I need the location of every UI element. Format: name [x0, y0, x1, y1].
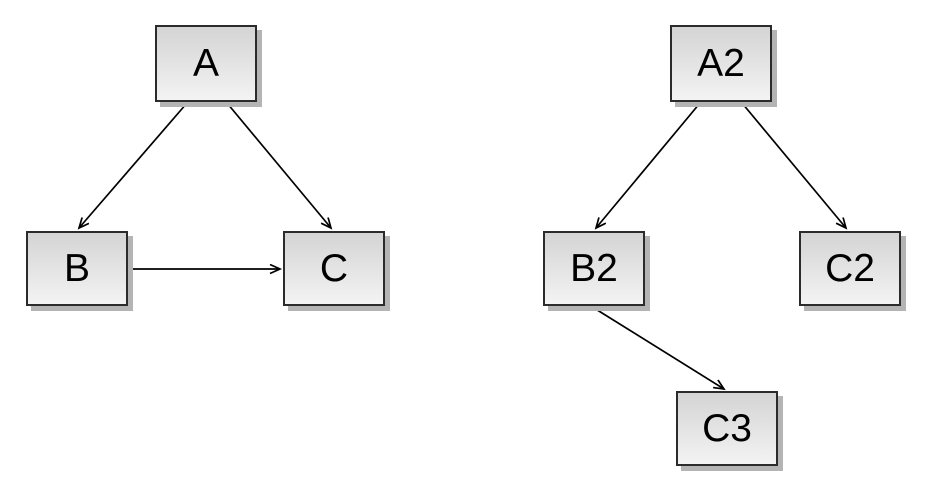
node-label-A: A: [192, 42, 219, 85]
edge-B2-to-C3: [593, 307, 724, 389]
node-B: B: [26, 231, 128, 306]
edge-A2-to-C2: [741, 102, 846, 228]
node-label-C3: C3: [702, 407, 752, 450]
node-C2: C2: [799, 231, 901, 306]
node-A: A: [155, 25, 257, 102]
node-label-A2: A2: [697, 42, 745, 85]
node-label-C2: C2: [825, 247, 875, 290]
edge-A-to-B: [79, 102, 188, 228]
edge-A-to-C: [226, 102, 331, 228]
node-C: C: [283, 231, 385, 306]
node-label-B2: B2: [570, 247, 618, 290]
edge-A2-to-B2: [596, 102, 701, 228]
node-label-C: C: [319, 247, 349, 290]
edges-group: [79, 102, 846, 389]
node-B2: B2: [543, 231, 645, 306]
node-C3: C3: [676, 391, 778, 466]
node-A2: A2: [670, 25, 772, 102]
node-label-B: B: [63, 247, 90, 290]
